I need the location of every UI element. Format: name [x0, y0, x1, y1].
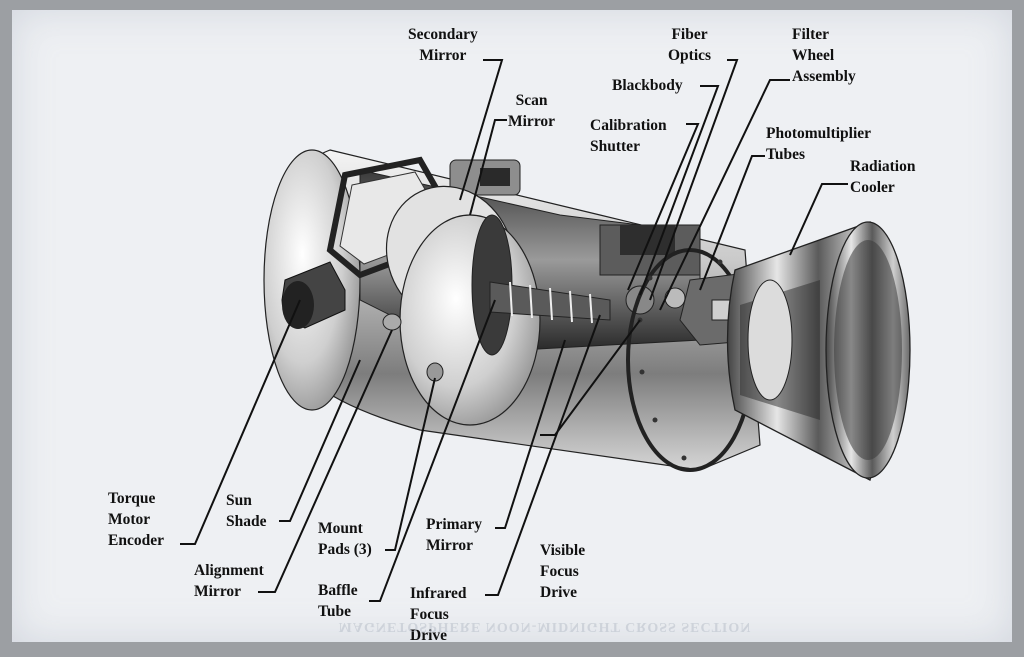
leader-infrared-focus	[485, 314, 601, 596]
leader-blackbody	[639, 85, 720, 296]
leader-fiber-optics	[649, 59, 739, 301]
leader-calibration-shutter	[627, 123, 700, 291]
label-secondary-mirror: Secondary Mirror	[408, 26, 478, 64]
label-blackbody: Blackbody	[612, 77, 683, 94]
leader-alignment-mirror	[258, 329, 393, 593]
leader-mount-pads	[385, 377, 436, 551]
label-baffle-tube: Baffle Tube	[318, 582, 358, 620]
label-filter-wheel-assembly: Filter Wheel Assembly	[792, 26, 856, 85]
mirrored-caption: MAGNETOSPHERE NOON-MIDNIGHT CROSS SECTIO…	[338, 619, 752, 634]
label-sun-shade: Sun Shade	[226, 492, 267, 530]
label-visible-focus-drive: Visible Focus Drive	[540, 542, 586, 601]
leader-radiation-cooler	[789, 183, 848, 256]
primary-mirror-bulkhead	[399, 214, 541, 426]
leader-visible-focus	[540, 319, 641, 436]
label-calibration-shutter: Calibration Shutter	[590, 117, 667, 155]
label-scan-mirror: Scan Mirror	[508, 92, 556, 130]
leader-baffle-tube	[369, 299, 496, 602]
leader-primary-mirror	[495, 339, 566, 529]
label-fiber-optics: Fiber Optics	[668, 26, 712, 64]
leader-lines	[180, 59, 848, 602]
leader-torque-motor	[180, 299, 301, 545]
label-infrared-focus-drive: Infrared Focus Drive	[410, 585, 467, 644]
label-mount-pads: Mount Pads (3)	[318, 520, 372, 558]
leader-scan-mirror	[469, 119, 507, 216]
leader-sun-shade	[279, 359, 361, 522]
label-torque-motor-encoder: Torque Motor Encoder	[108, 490, 164, 549]
instrument-illustration	[263, 149, 911, 481]
label-photomultiplier-tubes: Photomultiplier Tubes	[766, 125, 872, 163]
leader-secondary-mirror	[459, 59, 504, 201]
label-primary-mirror: Primary Mirror	[426, 516, 482, 554]
label-alignment-mirror: Alignment Mirror	[194, 562, 264, 600]
leader-photomultiplier	[699, 155, 765, 291]
leader-filter-wheel	[659, 79, 790, 311]
label-radiation-cooler: Radiation Cooler	[850, 158, 916, 196]
